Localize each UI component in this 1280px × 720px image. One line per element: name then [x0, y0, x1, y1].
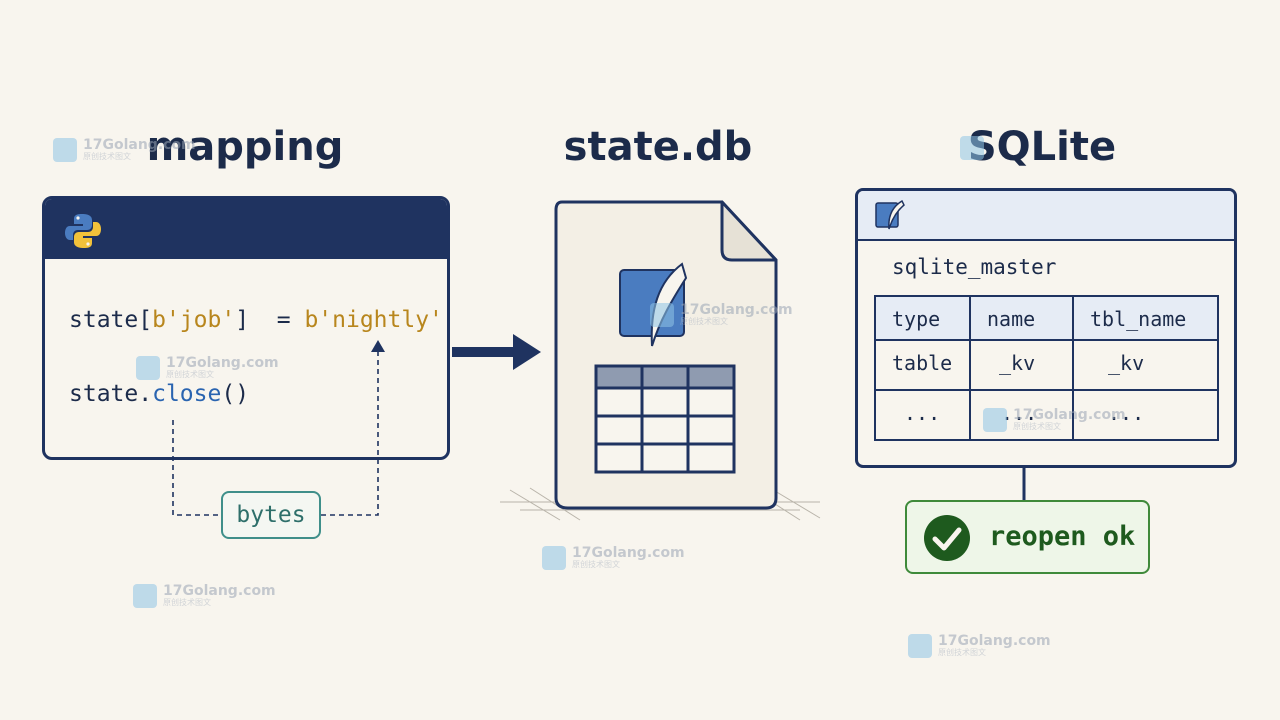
reopen-status-label: reopen ok	[989, 521, 1136, 552]
watermark	[960, 136, 984, 160]
watermark-text: 17Golang.com	[680, 302, 793, 318]
table-header-cell: tbl_name	[1074, 297, 1217, 341]
reopen-status-box: reopen ok	[905, 500, 1150, 574]
watermark-logo-icon	[983, 408, 1007, 432]
watermark-logo-icon	[960, 136, 984, 160]
code-line-assign: state[b'job'] = b'nightly'	[69, 307, 443, 333]
watermark-logo-icon	[136, 356, 160, 380]
watermark-subtext: 原创技术图文	[938, 648, 986, 657]
sqlite-feather-icon	[875, 199, 905, 230]
title-sqlite: SQLite	[967, 124, 1117, 170]
watermark-subtext: 原创技术图文	[83, 152, 131, 161]
watermark-subtext: 原创技术图文	[163, 598, 211, 607]
code-panel-header	[45, 199, 447, 259]
file-icon	[500, 200, 821, 521]
bytes-label: bytes	[221, 491, 321, 539]
watermark-logo-icon	[53, 138, 77, 162]
python-code-panel: state[b'job'] = b'nightly' state.close()	[42, 196, 450, 460]
code-value-string: b'nightly'	[304, 307, 443, 333]
watermark-subtext: 原创技术图文	[166, 370, 214, 379]
table-cell: table	[876, 341, 971, 391]
code-function: close	[152, 381, 222, 407]
code-token: state[	[69, 307, 153, 333]
dashed-connector-left	[172, 420, 221, 516]
sqlite-master-table: type name tbl_name table _kv _kv ... ...…	[874, 295, 1219, 441]
watermark-logo-icon	[133, 584, 157, 608]
watermark-subtext: 原创技术图文	[572, 560, 620, 569]
dashed-connector-right	[321, 348, 379, 516]
arrowhead-up-icon	[371, 340, 385, 352]
watermark-text: 17Golang.com	[1013, 407, 1126, 423]
code-line-close: state.close()	[69, 381, 249, 407]
sqlite-master-panel: sqlite_master type name tbl_name table _…	[855, 188, 1237, 468]
python-logo-icon	[65, 214, 101, 248]
code-token: ()	[221, 381, 250, 407]
code-token: state.	[69, 381, 153, 407]
table-header-cell: type	[876, 297, 971, 341]
title-state-db: state.db	[563, 124, 753, 170]
watermark-text: 17Golang.com	[83, 137, 196, 153]
table-icon	[594, 364, 736, 474]
sqlite-panel-header	[858, 191, 1234, 241]
table-cell: ...	[971, 391, 1074, 439]
watermark-logo-icon	[650, 303, 674, 327]
watermark-text: 17Golang.com	[163, 583, 276, 599]
watermark-text: 17Golang.com	[572, 545, 685, 561]
watermark-subtext: 原创技术图文	[1013, 422, 1061, 431]
checkmark-icon	[924, 515, 970, 561]
watermark-text: 17Golang.com	[166, 355, 279, 371]
table-cell: ...	[876, 391, 971, 439]
title-mapping: mapping	[146, 124, 344, 170]
table-header-cell: name	[971, 297, 1074, 341]
watermark-logo-icon	[542, 546, 566, 570]
watermark-subtext: 原创技术图文	[680, 317, 728, 326]
watermark-text: 17Golang.com	[938, 633, 1051, 649]
watermark-logo-icon	[908, 634, 932, 658]
table-cell: _kv	[971, 341, 1074, 391]
table-cell: ...	[1108, 401, 1145, 425]
arrow-right-icon	[452, 334, 541, 370]
sqlite-master-caption: sqlite_master	[892, 255, 1057, 279]
code-key-string: b'job'	[152, 307, 236, 333]
table-cell: _kv	[1074, 341, 1217, 391]
code-token: ] =	[235, 307, 305, 333]
